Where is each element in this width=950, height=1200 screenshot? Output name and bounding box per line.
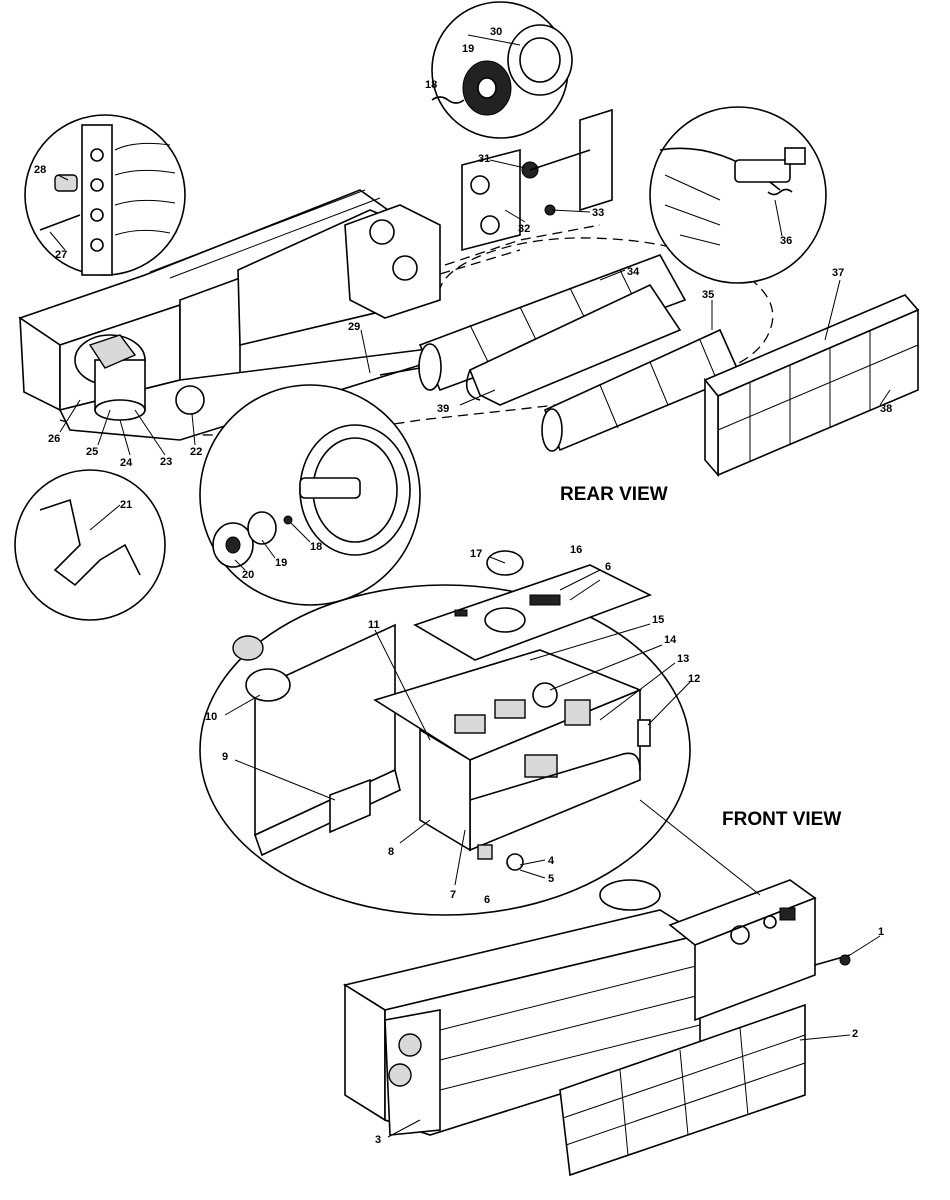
part-number-22: 22 (190, 446, 202, 458)
part-number-16: 16 (570, 544, 582, 556)
part-number-1: 1 (878, 926, 884, 938)
part-number-27: 27 (55, 249, 67, 261)
front-grille-2 (559, 1003, 806, 1177)
blower-wheel-34 (379, 254, 687, 392)
motor-cap (175, 385, 205, 415)
part-number-34: 34 (627, 266, 640, 278)
part-number-19-upper: 19 (462, 43, 474, 55)
rear-view-label: REAR VIEW (560, 484, 668, 505)
part-number-15: 15 (652, 614, 664, 626)
detail-circle-terminal (24, 114, 186, 276)
part-number-10: 10 (205, 711, 217, 723)
front-unit (342, 799, 851, 1136)
front-view-label: FRONT VIEW (722, 809, 841, 830)
part-number-32: 32 (518, 223, 530, 235)
part-number-11: 11 (368, 619, 380, 631)
part-number-26: 26 (48, 433, 60, 445)
part-number-12: 12 (688, 673, 700, 685)
part-number-33: 33 (592, 207, 604, 219)
detail-oval-control-box (199, 550, 691, 916)
part-number-36: 36 (780, 235, 792, 247)
part-number-19-lower: 19 (275, 557, 287, 569)
control-panel-16 (413, 564, 653, 661)
part-number-8: 8 (388, 846, 394, 858)
part-number-21: 21 (120, 499, 132, 511)
compressor (74, 334, 146, 421)
detail-circle-bearing-30 (431, 1, 573, 139)
detail-circle-shaft-36 (649, 106, 827, 284)
blower-wheel-35 (541, 328, 742, 452)
part-number-31: 31 (478, 153, 490, 165)
part-number-35: 35 (702, 289, 714, 301)
part-number-37: 37 (832, 267, 844, 279)
part-number-23: 23 (160, 456, 172, 468)
part-number-4: 4 (548, 855, 555, 867)
part-number-6-upper: 6 (605, 561, 611, 573)
part-number-13: 13 (677, 653, 689, 665)
part-number-25: 25 (86, 446, 98, 458)
part-number-7: 7 (450, 889, 456, 901)
part-number-9: 9 (222, 751, 228, 763)
coil-38 (703, 294, 920, 478)
part-number-5: 5 (548, 873, 554, 885)
part-number-14: 14 (664, 634, 677, 646)
scroll-plate-39 (468, 283, 682, 406)
part-number-2: 2 (852, 1028, 858, 1040)
part-number-24: 24 (120, 457, 133, 469)
detail-circle-blower-wheel (199, 384, 421, 606)
part-number-17: 17 (470, 548, 482, 560)
part-number-38: 38 (880, 403, 892, 415)
part-number-3: 3 (375, 1134, 381, 1146)
detail-circle-clip-21 (14, 469, 166, 621)
fan-housing (344, 204, 441, 319)
part-number-20: 20 (242, 569, 254, 581)
bracket-assembly (461, 108, 613, 252)
part-number-28: 28 (34, 164, 46, 176)
leader-lines (49, 34, 891, 1138)
part-number-30: 30 (490, 26, 502, 38)
part-number-39: 39 (437, 403, 449, 415)
part-callouts: 1 2 3 4 5 6 6 7 8 9 10 11 12 13 14 15 16… (34, 26, 892, 1146)
part-number-29: 29 (348, 321, 360, 333)
part-number-18-lower: 18 (310, 541, 322, 553)
part-number-18-upper: 18 (425, 79, 437, 91)
part-number-6-lower: 6 (484, 894, 490, 906)
